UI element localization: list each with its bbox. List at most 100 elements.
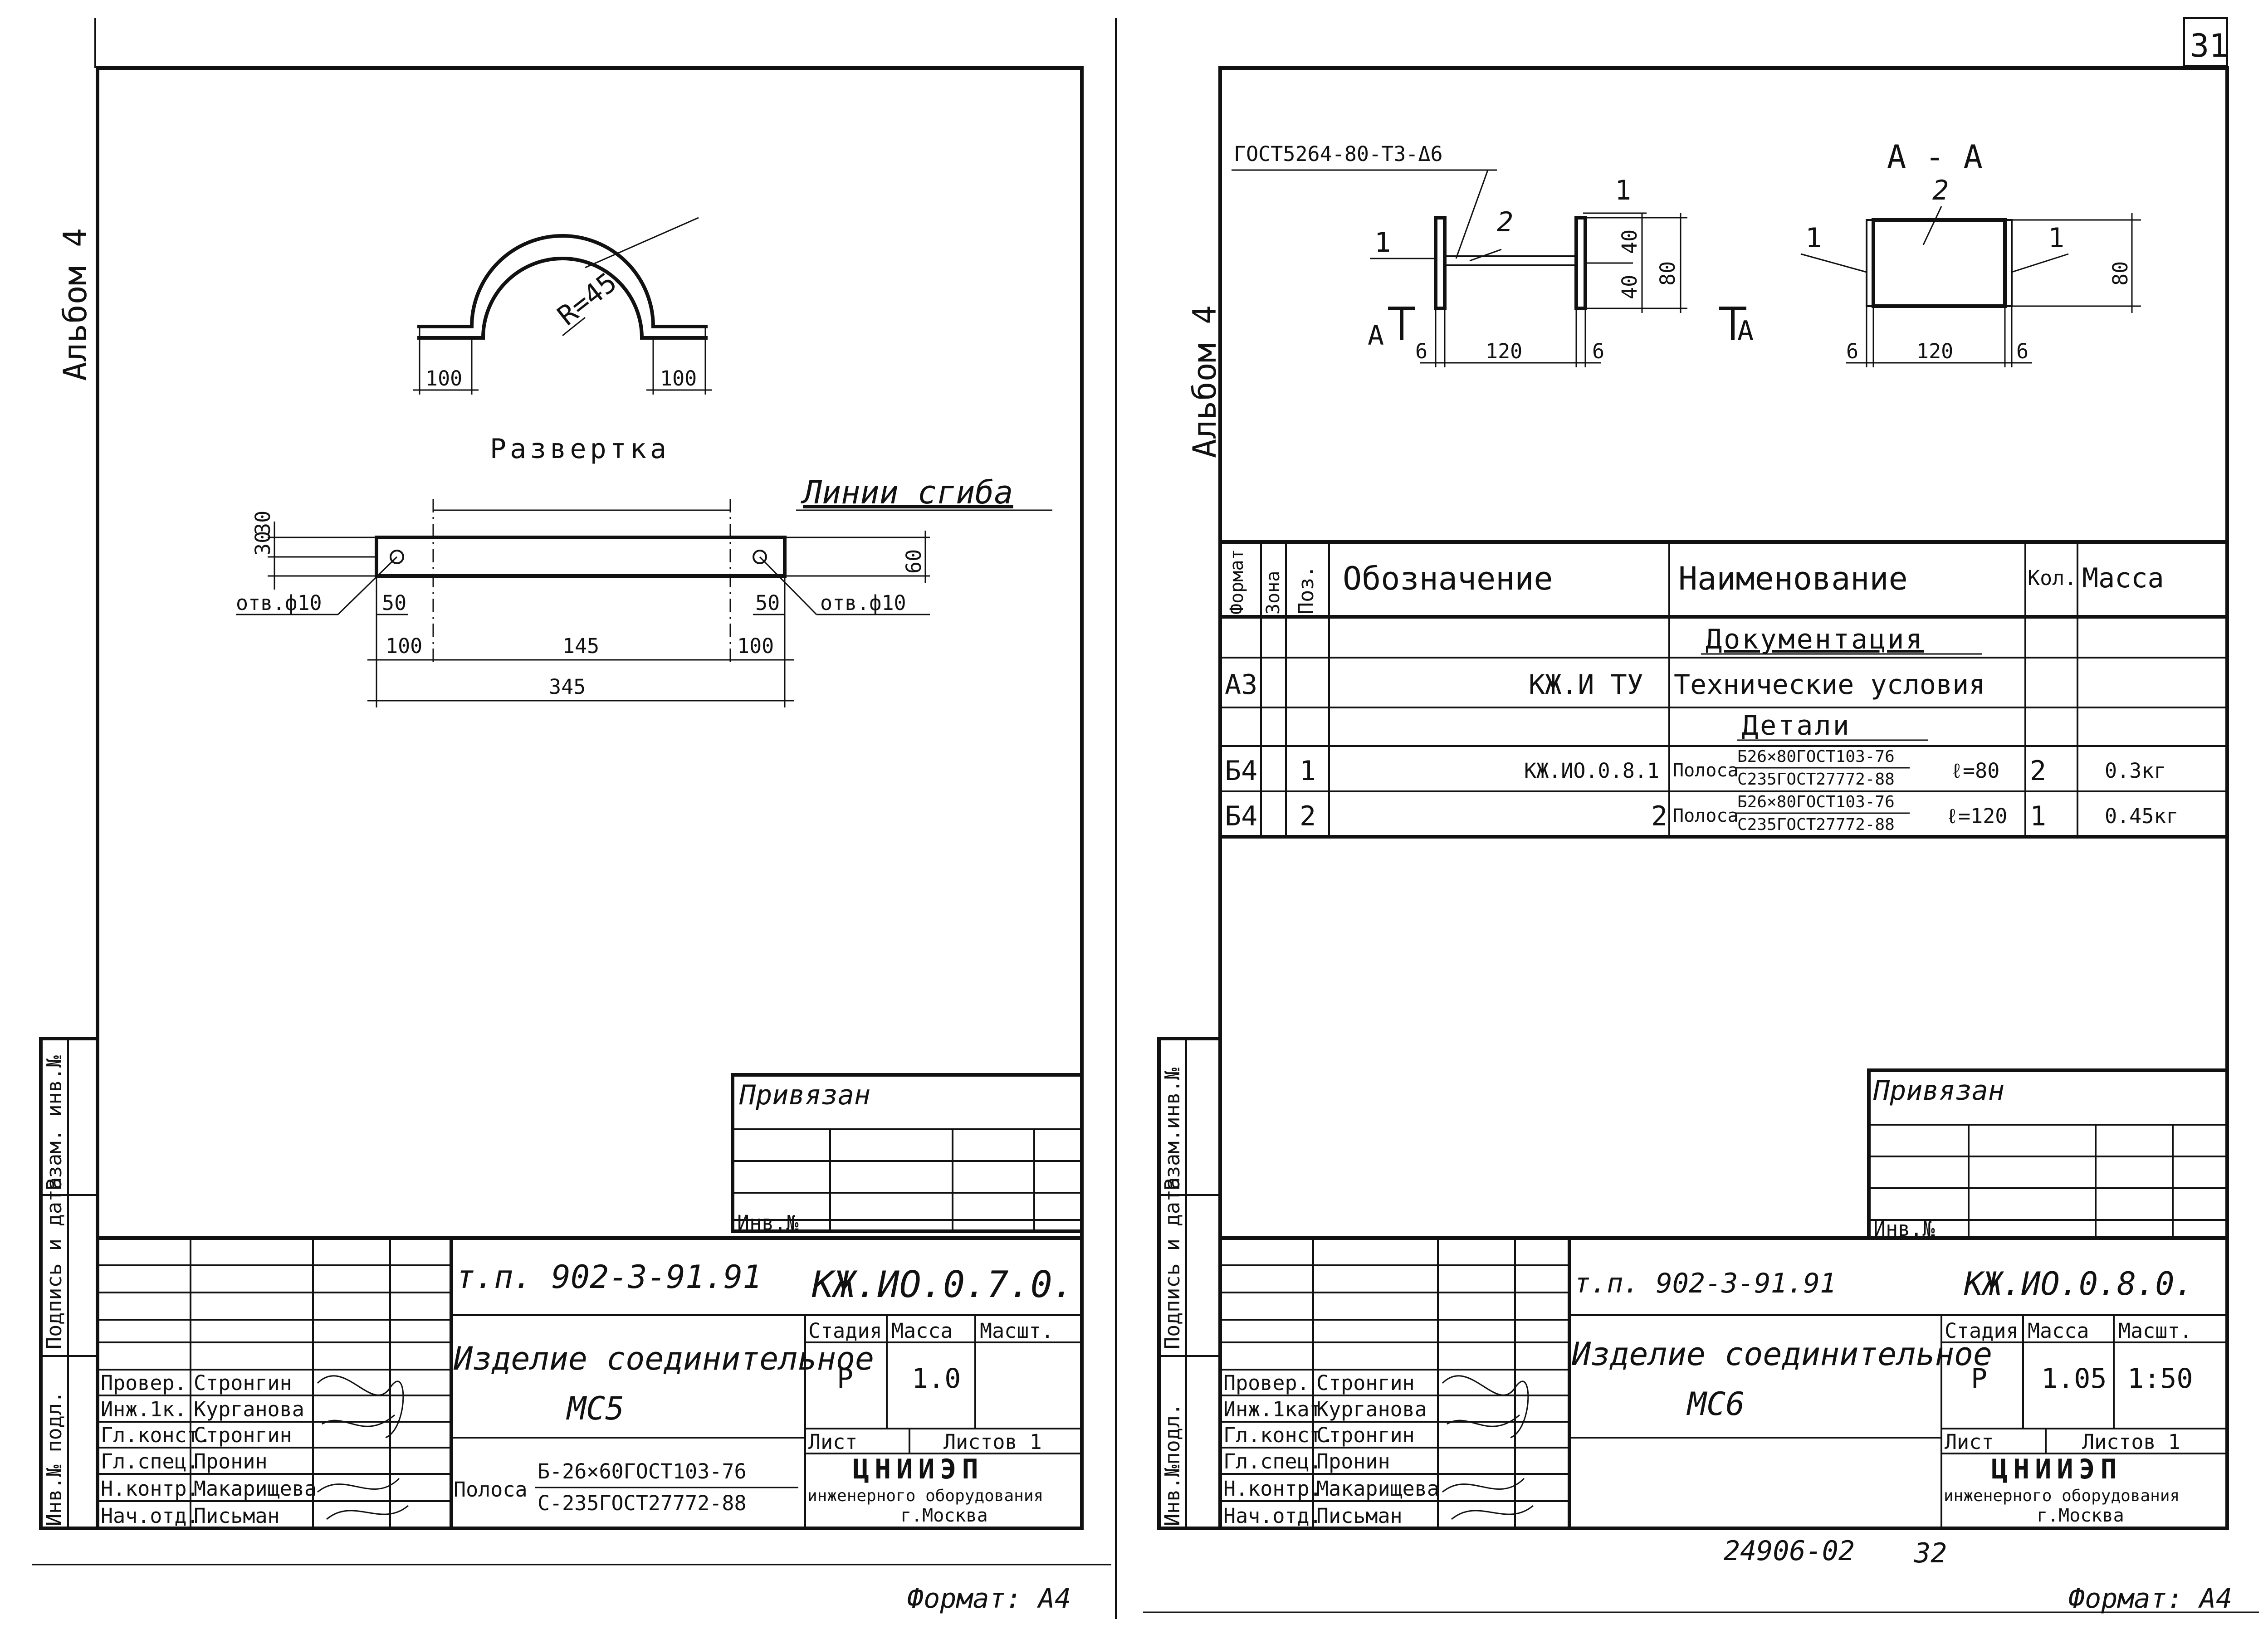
pos1-d: 1 — [2048, 222, 2064, 254]
right-drawing-code: КЖ.ИО.0.8.0. — [1964, 1265, 2194, 1302]
pos1-a: 1 — [1374, 227, 1391, 259]
right-name-2: Стронгин — [1316, 1423, 1415, 1447]
spec-header-designation: Обозначение — [1343, 560, 1553, 597]
pos1-b: 1 — [1615, 175, 1631, 206]
left-name-0: Стронгин — [194, 1371, 292, 1395]
razvertka-title: Развертка — [490, 433, 670, 465]
flat-strip-view: 30 30 60 отв.ф10 отв.ф10 50 50 100 145 — [236, 499, 930, 707]
left-name-5: Письман — [194, 1504, 280, 1528]
spec-row1-name-bottom: С235ГОСТ27772-88 — [1737, 770, 1895, 789]
left-sheet-label: Лист — [808, 1430, 857, 1454]
bottom-stamp: 24906-02 — [1724, 1535, 1855, 1567]
spec-row1-name-prefix: Полоса — [1673, 760, 1739, 781]
right-album-label: Альбом 4 — [1186, 305, 1223, 458]
dim-60: 60 — [902, 549, 926, 574]
right-role-4: Н.контр. — [1223, 1477, 1322, 1501]
left-inv-label: Инв.№ — [737, 1211, 798, 1235]
left-privyazan-box: Привязан Инв.№ — [731, 1073, 1084, 1235]
section-plate-2 — [1872, 218, 2007, 308]
weld-label: ГОСТ5264-80-Т3-Δ6 — [1234, 142, 1443, 166]
right-side-label-inv: Инв.№подл. — [1160, 1403, 1184, 1526]
right-mass-value: 1.05 — [2041, 1363, 2107, 1395]
dim-right-100: 100 — [660, 366, 697, 390]
left-side-label-sign: Подпись и дата — [42, 1177, 66, 1349]
right-stage-label: Стадия — [1945, 1319, 2019, 1343]
dim-6-a: 6 — [1415, 339, 1427, 363]
flat-strip — [375, 536, 787, 578]
pos2-a: 2 — [1497, 206, 1513, 238]
left-drawing-code: КЖ.ИО.0.7.0. — [811, 1263, 1074, 1306]
left-org-line1: ЦНИИЭП — [853, 1454, 984, 1485]
right-role-3: Гл.спец. — [1223, 1449, 1322, 1473]
left-role-3: Гл.спец. — [101, 1449, 199, 1473]
spec-section-docs: Документация — [1706, 624, 1924, 655]
spec-row2-designation: 2 — [1651, 800, 1667, 832]
assembly-front-view: ГОСТ5264-80-Т3-Δ6 1 2 1 40 40 80 А — [1232, 142, 1754, 367]
right-name-line2: МС6 — [1686, 1385, 1745, 1423]
dim-6-c: 6 — [1846, 339, 1858, 363]
right-project-number: т.п. 902-3-91.91 — [1574, 1268, 1836, 1299]
spec-row2-name-bottom: С235ГОСТ27772-88 — [1737, 815, 1895, 834]
left-sheet: Альбом 4 Инв.№ подл. Подпись и дата Взам… — [39, 66, 1084, 1614]
spec-header-pos: Поз. — [1294, 566, 1318, 615]
left-mass-label: Масса — [891, 1319, 953, 1343]
spec-row2-pos: 2 — [1300, 800, 1316, 832]
left-stage-label: Стадия — [808, 1319, 882, 1343]
spec-row1-pos: 1 — [1300, 755, 1316, 787]
right-name-line1: Изделие соединительное — [1571, 1336, 1992, 1373]
corner-number-box — [2183, 17, 2228, 67]
left-side-label-vzam: Взам. инв.№ — [42, 1055, 66, 1190]
right-role-0: Провер. — [1223, 1371, 1310, 1395]
right-stage-value: Р — [1971, 1363, 1987, 1395]
plate-1-left — [1434, 216, 1447, 310]
spec-row1-name-suffix: ℓ=80 — [1950, 759, 1999, 783]
cut-right-label: А — [1737, 315, 1754, 347]
left-title-block: Провер. Стронгин Инж.1к. Курганова Гл.ко… — [96, 1236, 1084, 1530]
spec-row2-name-suffix: ℓ=120 — [1946, 804, 2007, 828]
spec-header-zone: Зона — [1263, 571, 1284, 615]
right-sheets-label: Листов 1 — [2082, 1430, 2180, 1454]
left-name-line1: Изделие соединительное — [453, 1340, 874, 1377]
left-role-1: Инж.1к. — [101, 1397, 187, 1421]
left-material-top: Б-26×60ГОСТ103-76 — [538, 1459, 747, 1483]
right-privyazan-label: Привязан — [1873, 1075, 2004, 1107]
right-side-label-sign: Подпись и дата — [1160, 1177, 1184, 1349]
plate-2 — [1444, 255, 1577, 266]
dim-40-b: 40 — [1618, 275, 1642, 299]
hole-left — [390, 550, 404, 564]
left-mass-value: 1.0 — [912, 1363, 961, 1395]
spec-row1-designation: КЖ.ИО.0.8.1 — [1524, 759, 1659, 783]
section-title: А - А — [1887, 138, 1983, 176]
dim-100-right: 100 — [737, 634, 774, 658]
left-side-label-inv: Инв.№ подл. — [42, 1391, 66, 1526]
spec-table: Формат Зона Поз. Обозначение Наименовани… — [1218, 540, 2229, 839]
section-plate-1-right — [2004, 219, 2013, 307]
spec-row0-designation: КЖ.И ТУ — [1529, 669, 1643, 701]
spec-row0-format: А3 — [1225, 669, 1257, 701]
cut-left-label: А — [1368, 320, 1384, 351]
plate-1-right — [1574, 216, 1587, 310]
left-privyazan-label: Привязан — [739, 1079, 870, 1111]
dim-120-b: 120 — [1916, 339, 1953, 363]
right-scale-value: 1:50 — [2127, 1363, 2193, 1395]
left-role-0: Провер. — [101, 1371, 187, 1395]
spec-header-mass: Масса — [2082, 562, 2164, 594]
dim-345: 345 — [549, 675, 586, 699]
dim-30-b: 30 — [251, 511, 275, 535]
spec-row2-format: Б4 — [1225, 800, 1257, 832]
left-org-line3: г.Москва — [900, 1505, 988, 1526]
spec-row2-qty: 1 — [2030, 800, 2046, 832]
left-name-4: Макарищева — [194, 1477, 317, 1501]
right-sheet: Альбом 4 Инв.№подл. Подпись и дата Взам.… — [1157, 66, 2232, 1614]
clamp-side-view: R=45 100 100 — [413, 217, 712, 395]
right-name-0: Стронгин — [1316, 1371, 1415, 1395]
spec-section-parts: Детали — [1742, 710, 1851, 741]
left-name-2: Стронгин — [194, 1423, 292, 1447]
dim-100-left: 100 — [386, 634, 422, 658]
right-name-3: Пронин — [1316, 1449, 1390, 1473]
left-project-number: т.п. 902-3-91.91 — [456, 1258, 762, 1296]
dim-6-b: 6 — [1592, 339, 1604, 363]
dim-left-100: 100 — [425, 366, 462, 390]
spec-row2-name-prefix: Полоса — [1673, 805, 1739, 826]
